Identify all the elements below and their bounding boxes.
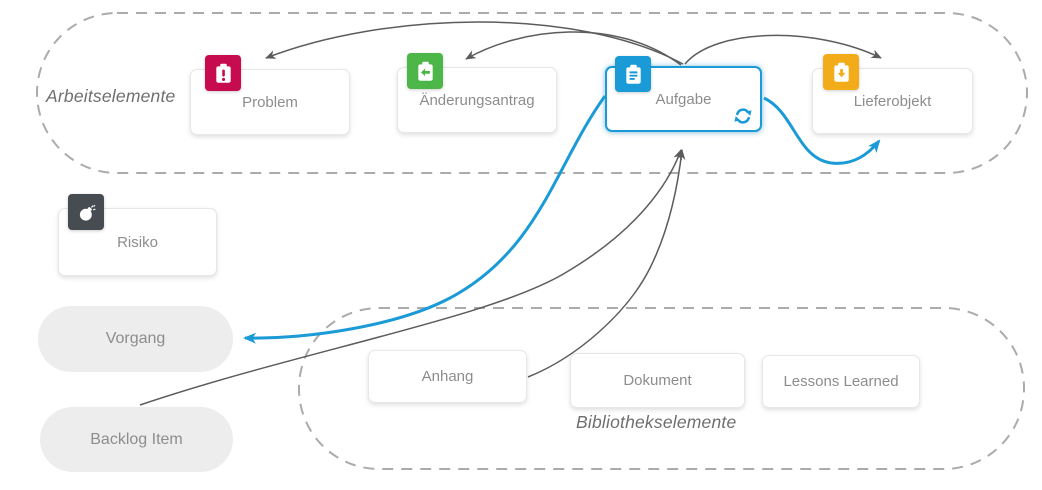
node-anhang[interactable]: Anhang — [368, 350, 527, 403]
node-vorgang[interactable]: Vorgang — [38, 306, 233, 372]
group-label-arbeitselemente: Arbeitselemente — [46, 86, 176, 106]
group-label-bibliothekselemente: Bibliothekselemente — [576, 412, 737, 432]
sync-icon — [733, 106, 753, 126]
node-anhang-label: Anhang — [421, 368, 474, 385]
exclamation-clipboard-icon — [205, 55, 241, 91]
node-lessons-learned[interactable]: Lessons Learned — [762, 355, 920, 408]
node-lessons-learned-label: Lessons Learned — [783, 373, 899, 390]
arrow-down-clipboard-icon — [823, 54, 859, 90]
task-clipboard-icon — [615, 56, 651, 92]
node-problem-label: Problem — [242, 93, 298, 111]
edge-anhang-aufgabe — [527, 149, 686, 378]
node-backlog-item[interactable]: Backlog Item — [40, 407, 233, 472]
node-risiko-label: Risiko — [117, 233, 158, 251]
node-vorgang-label: Vorgang — [105, 330, 166, 347]
node-dokument[interactable]: Dokument — [570, 353, 745, 408]
node-backlog-item-label: Backlog Item — [90, 430, 183, 448]
bomb-icon — [68, 194, 104, 230]
node-aenderungsantrag-label: Änderungsantrag — [419, 91, 535, 109]
arrow-left-clipboard-icon — [407, 53, 443, 89]
node-aufgabe-label: Aufgabe — [655, 90, 712, 108]
node-dokument-label: Dokument — [623, 372, 692, 389]
node-lieferobjekt-label: Lieferobjekt — [853, 92, 932, 110]
